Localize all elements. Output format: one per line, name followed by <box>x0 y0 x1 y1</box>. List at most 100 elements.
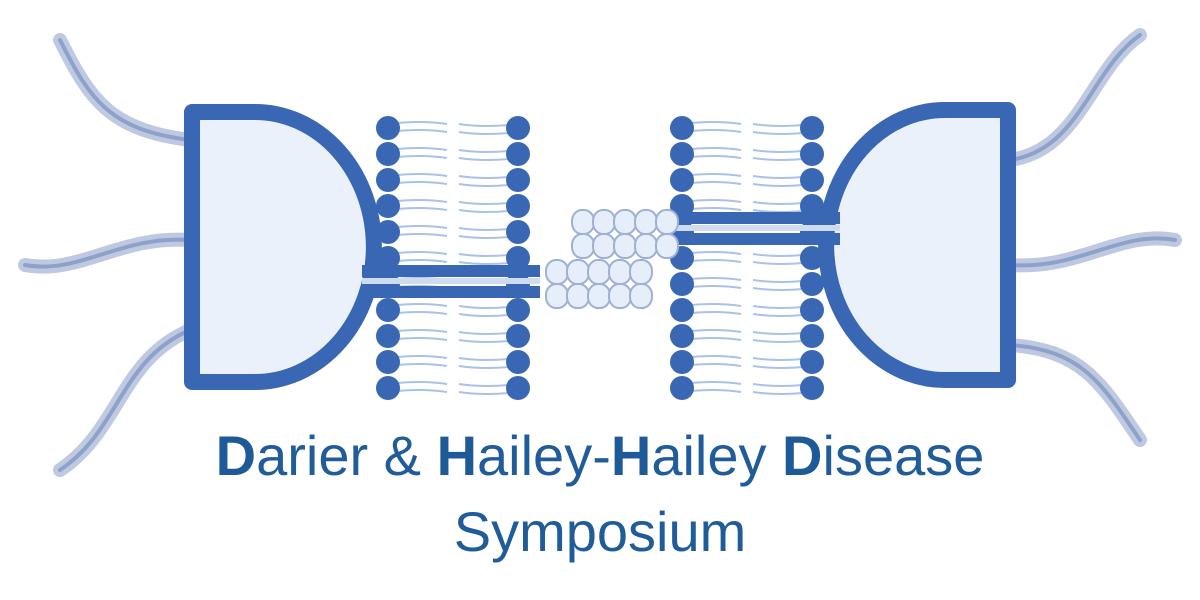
lipid-head <box>376 194 400 218</box>
lipid-tail <box>387 155 519 161</box>
lipid-head <box>506 116 530 140</box>
lipid-tail <box>387 329 519 335</box>
junction-plate <box>587 259 611 285</box>
lipid-head <box>376 350 400 374</box>
junction-plate <box>592 209 616 235</box>
lipid-tail <box>387 147 519 153</box>
lipid-tail <box>387 233 519 239</box>
lipid-head <box>376 324 400 348</box>
junction-plate <box>613 233 637 259</box>
junction-plate <box>608 259 632 285</box>
lipid-tail <box>681 181 813 187</box>
lipid-head <box>376 246 400 270</box>
lipid-head <box>670 142 694 166</box>
lipid-head <box>506 350 530 374</box>
title-text: ailey <box>651 424 783 487</box>
title-text: arier & <box>256 424 437 487</box>
junction-plate <box>634 233 658 259</box>
lipid-head <box>376 116 400 140</box>
lipid-head <box>670 272 694 296</box>
title-initial: H <box>610 424 652 487</box>
lipid-head <box>506 298 530 322</box>
lipid-head <box>800 298 824 322</box>
junction-plate <box>634 209 658 235</box>
lipid-head <box>506 194 530 218</box>
lipid-head <box>376 220 400 244</box>
lipid-head <box>800 116 824 140</box>
lipid-tail <box>387 207 519 213</box>
junction-plate <box>629 259 653 285</box>
lipid-tail <box>387 259 519 265</box>
junction-plate <box>587 283 611 309</box>
lipid-head <box>670 350 694 374</box>
lipid-tail <box>681 129 813 135</box>
title-initial: D <box>215 424 257 487</box>
lipid-head <box>376 142 400 166</box>
lipid-tail <box>387 251 519 257</box>
lipid-head <box>800 376 824 400</box>
junction-plate <box>629 283 653 309</box>
lipid-tail <box>681 173 813 179</box>
lipid-tail <box>681 199 813 205</box>
title-text: ailey- <box>477 424 611 487</box>
keratinocyte-cell-left-icon <box>184 104 382 390</box>
lipid-tail <box>387 337 519 343</box>
lipid-head <box>800 168 824 192</box>
lipid-tail <box>387 121 519 127</box>
lipid-tail <box>681 329 813 335</box>
lipid-head <box>506 142 530 166</box>
lipid-tail <box>387 129 519 135</box>
symposium-title-line1: Darier & Hailey-Hailey Disease <box>0 424 1200 488</box>
lipid-head <box>800 350 824 374</box>
lipid-head <box>800 142 824 166</box>
lipid-tail <box>681 303 813 309</box>
lipid-head <box>506 324 530 348</box>
lipid-bilayer-icon <box>376 116 824 400</box>
lipid-head <box>670 168 694 192</box>
junction-plate <box>608 283 632 309</box>
lipid-head <box>670 298 694 322</box>
lipid-tail <box>387 311 519 317</box>
junction-plate <box>655 209 679 235</box>
junction-plate <box>571 233 595 259</box>
lipid-tail <box>681 277 813 283</box>
junction-plate <box>545 259 569 285</box>
lipid-tail <box>681 311 813 317</box>
lipid-tail <box>681 381 813 387</box>
lipid-tail <box>387 389 519 395</box>
lipid-tail <box>387 173 519 179</box>
desmosome-junction-icon <box>362 209 840 309</box>
lipid-tail <box>681 355 813 361</box>
title-text: isease <box>822 424 985 487</box>
lipid-tail <box>387 363 519 369</box>
junction-plate <box>571 209 595 235</box>
lipid-tail <box>681 121 813 127</box>
lipid-tail <box>681 389 813 395</box>
junction-plate <box>566 283 590 309</box>
symposium-title-line2: Symposium <box>453 500 747 563</box>
lipid-head <box>506 220 530 244</box>
lipid-head <box>670 116 694 140</box>
lipid-tail <box>387 381 519 387</box>
lipid-head <box>800 246 824 270</box>
keratin-filament-icon <box>18 28 1182 477</box>
lipid-tail <box>387 225 519 231</box>
junction-plate <box>613 209 637 235</box>
lipid-tail <box>681 363 813 369</box>
title-initial: D <box>782 424 823 487</box>
lipid-tail <box>681 337 813 343</box>
lipid-tail <box>387 181 519 187</box>
lipid-head <box>670 376 694 400</box>
junction-plate <box>566 259 590 285</box>
lipid-head <box>376 376 400 400</box>
lipid-head <box>506 376 530 400</box>
lipid-tail <box>681 155 813 161</box>
lipid-head <box>800 272 824 296</box>
junction-plate <box>545 283 569 309</box>
lipid-head <box>376 298 400 322</box>
lipid-head <box>800 324 824 348</box>
lipid-tail <box>681 285 813 291</box>
lipid-head <box>376 168 400 192</box>
junction-plate <box>655 233 679 259</box>
